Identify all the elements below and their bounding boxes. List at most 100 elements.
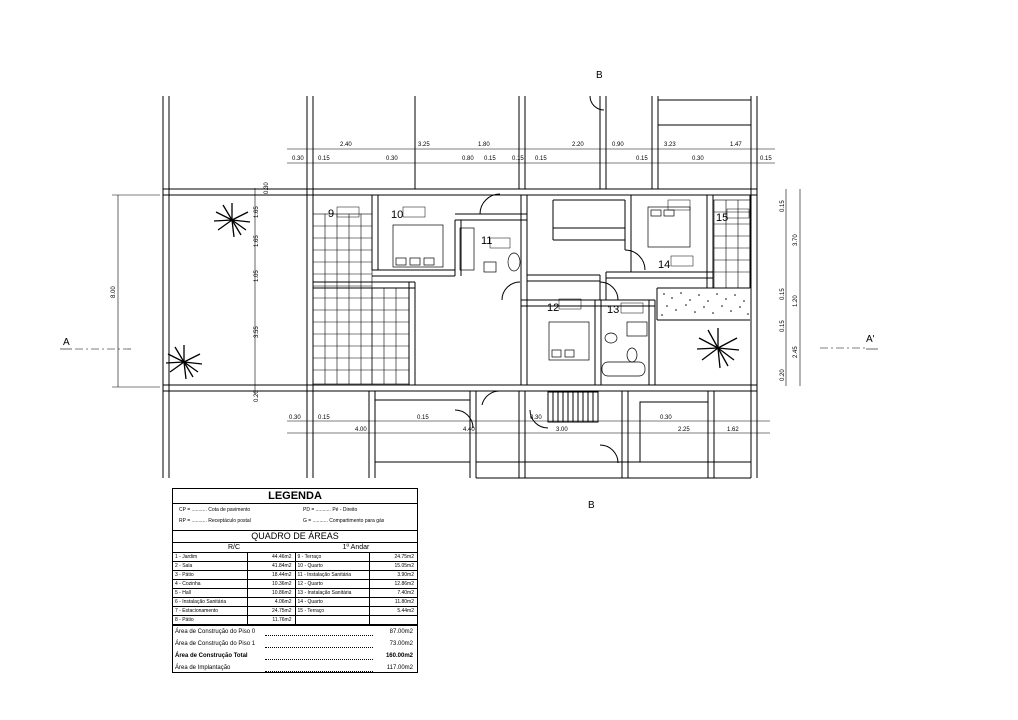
room-stamps <box>336 199 750 314</box>
room-number: 14 <box>658 259 670 271</box>
header-rc: R/C <box>227 544 241 551</box>
palm-tree-icon <box>165 203 740 380</box>
room-number: 12 <box>547 302 559 314</box>
svg-text:4.40: 4.40 <box>463 427 475 433</box>
svg-text:0.30: 0.30 <box>386 156 398 162</box>
svg-text:3.70: 3.70 <box>793 234 799 246</box>
svg-text:1.65: 1.65 <box>254 235 260 247</box>
svg-text:2.40: 2.40 <box>340 142 352 148</box>
svg-text:0.15: 0.15 <box>780 320 786 332</box>
bottom-dimensions: 4.00 4.40 3.00 2.25 1.62 0.30 0.15 0.15 … <box>289 415 739 433</box>
svg-text:1.62: 1.62 <box>727 427 739 433</box>
areas-table-title: QUADRO DE ÁREAS <box>173 531 417 543</box>
room-number: 15 <box>716 212 728 224</box>
svg-text:0.15: 0.15 <box>780 288 786 300</box>
gravel-strip <box>661 292 749 316</box>
right-dimensions: 0.15 3.70 0.15 1.20 0.15 2.45 0.20 <box>780 200 799 381</box>
svg-text:0.80: 0.80 <box>462 156 474 162</box>
left-dimensions: 0.30 1.65 1.65 1.05 3.55 8.00 0.20 <box>111 182 270 402</box>
svg-text:2.45: 2.45 <box>793 346 799 358</box>
section-label-b-top: B <box>596 70 603 81</box>
svg-text:0.30: 0.30 <box>292 156 304 162</box>
svg-text:4.00: 4.00 <box>355 427 367 433</box>
furniture <box>392 206 691 377</box>
svg-text:0.15: 0.15 <box>484 156 496 162</box>
svg-text:3.00: 3.00 <box>556 427 568 433</box>
svg-text:1.80: 1.80 <box>478 142 490 148</box>
terrace-15-tiles <box>713 199 751 289</box>
svg-text:2.20: 2.20 <box>572 142 584 148</box>
table-row <box>295 616 417 625</box>
svg-text:0.15: 0.15 <box>535 156 547 162</box>
svg-text:0.30: 0.30 <box>289 415 301 421</box>
terrace-9-tiles <box>312 213 410 385</box>
svg-text:3.55: 3.55 <box>254 326 260 338</box>
svg-text:0.15: 0.15 <box>318 415 330 421</box>
legend-panel: LEGENDA CP = ........... Cota de pavimen… <box>172 488 418 673</box>
bathtub-11 <box>459 227 475 271</box>
svg-text:1.65: 1.65 <box>254 206 260 218</box>
plan-walls <box>162 95 758 479</box>
svg-text:0.15: 0.15 <box>636 156 648 162</box>
bed-room-12 <box>548 321 590 361</box>
bed-room-10 <box>392 224 444 268</box>
svg-text:8.00: 8.00 <box>111 286 117 298</box>
svg-text:0.15: 0.15 <box>512 156 524 162</box>
top-dimensions: 2.40 3.25 1.80 2.20 0.90 3.23 1.47 0.30 … <box>292 142 772 162</box>
svg-text:0.20: 0.20 <box>780 369 786 381</box>
svg-text:1.20: 1.20 <box>793 295 799 307</box>
legend-abbreviations: CP = ........... Cota de pavimento RP = … <box>173 504 417 531</box>
svg-text:3.25: 3.25 <box>418 142 430 148</box>
room-number: 9 <box>328 208 334 220</box>
svg-text:0.15: 0.15 <box>780 200 786 212</box>
bathtub-13 <box>601 361 646 377</box>
svg-text:0.20: 0.20 <box>254 390 260 402</box>
svg-text:0.90: 0.90 <box>612 142 624 148</box>
legend-title: LEGENDA <box>173 489 417 504</box>
svg-text:0.30: 0.30 <box>660 415 672 421</box>
svg-text:1.47: 1.47 <box>730 142 742 148</box>
svg-text:0.15: 0.15 <box>417 415 429 421</box>
header-first-floor: 1º Andar <box>342 544 370 551</box>
bed-room-14 <box>647 206 691 248</box>
svg-text:0.30: 0.30 <box>692 156 704 162</box>
svg-text:3.23: 3.23 <box>664 142 676 148</box>
room-number: 11 <box>481 235 492 247</box>
svg-text:0.15: 0.15 <box>760 156 772 162</box>
areas-table-headers: R/C 1º Andar <box>173 543 417 553</box>
svg-text:2.25: 2.25 <box>678 427 690 433</box>
svg-text:0.30: 0.30 <box>530 415 542 421</box>
svg-text:1.05: 1.05 <box>254 270 260 282</box>
dimension-lines <box>60 148 878 434</box>
svg-text:0.15: 0.15 <box>318 156 330 162</box>
room-number: 10 <box>391 209 403 221</box>
section-label-b-bottom: B <box>588 500 595 511</box>
room-labels: 9 10 11 12 13 14 15 <box>328 208 728 316</box>
svg-text:0.30: 0.30 <box>264 182 270 194</box>
section-label-a: A <box>63 337 70 348</box>
room-number: 13 <box>607 304 619 316</box>
